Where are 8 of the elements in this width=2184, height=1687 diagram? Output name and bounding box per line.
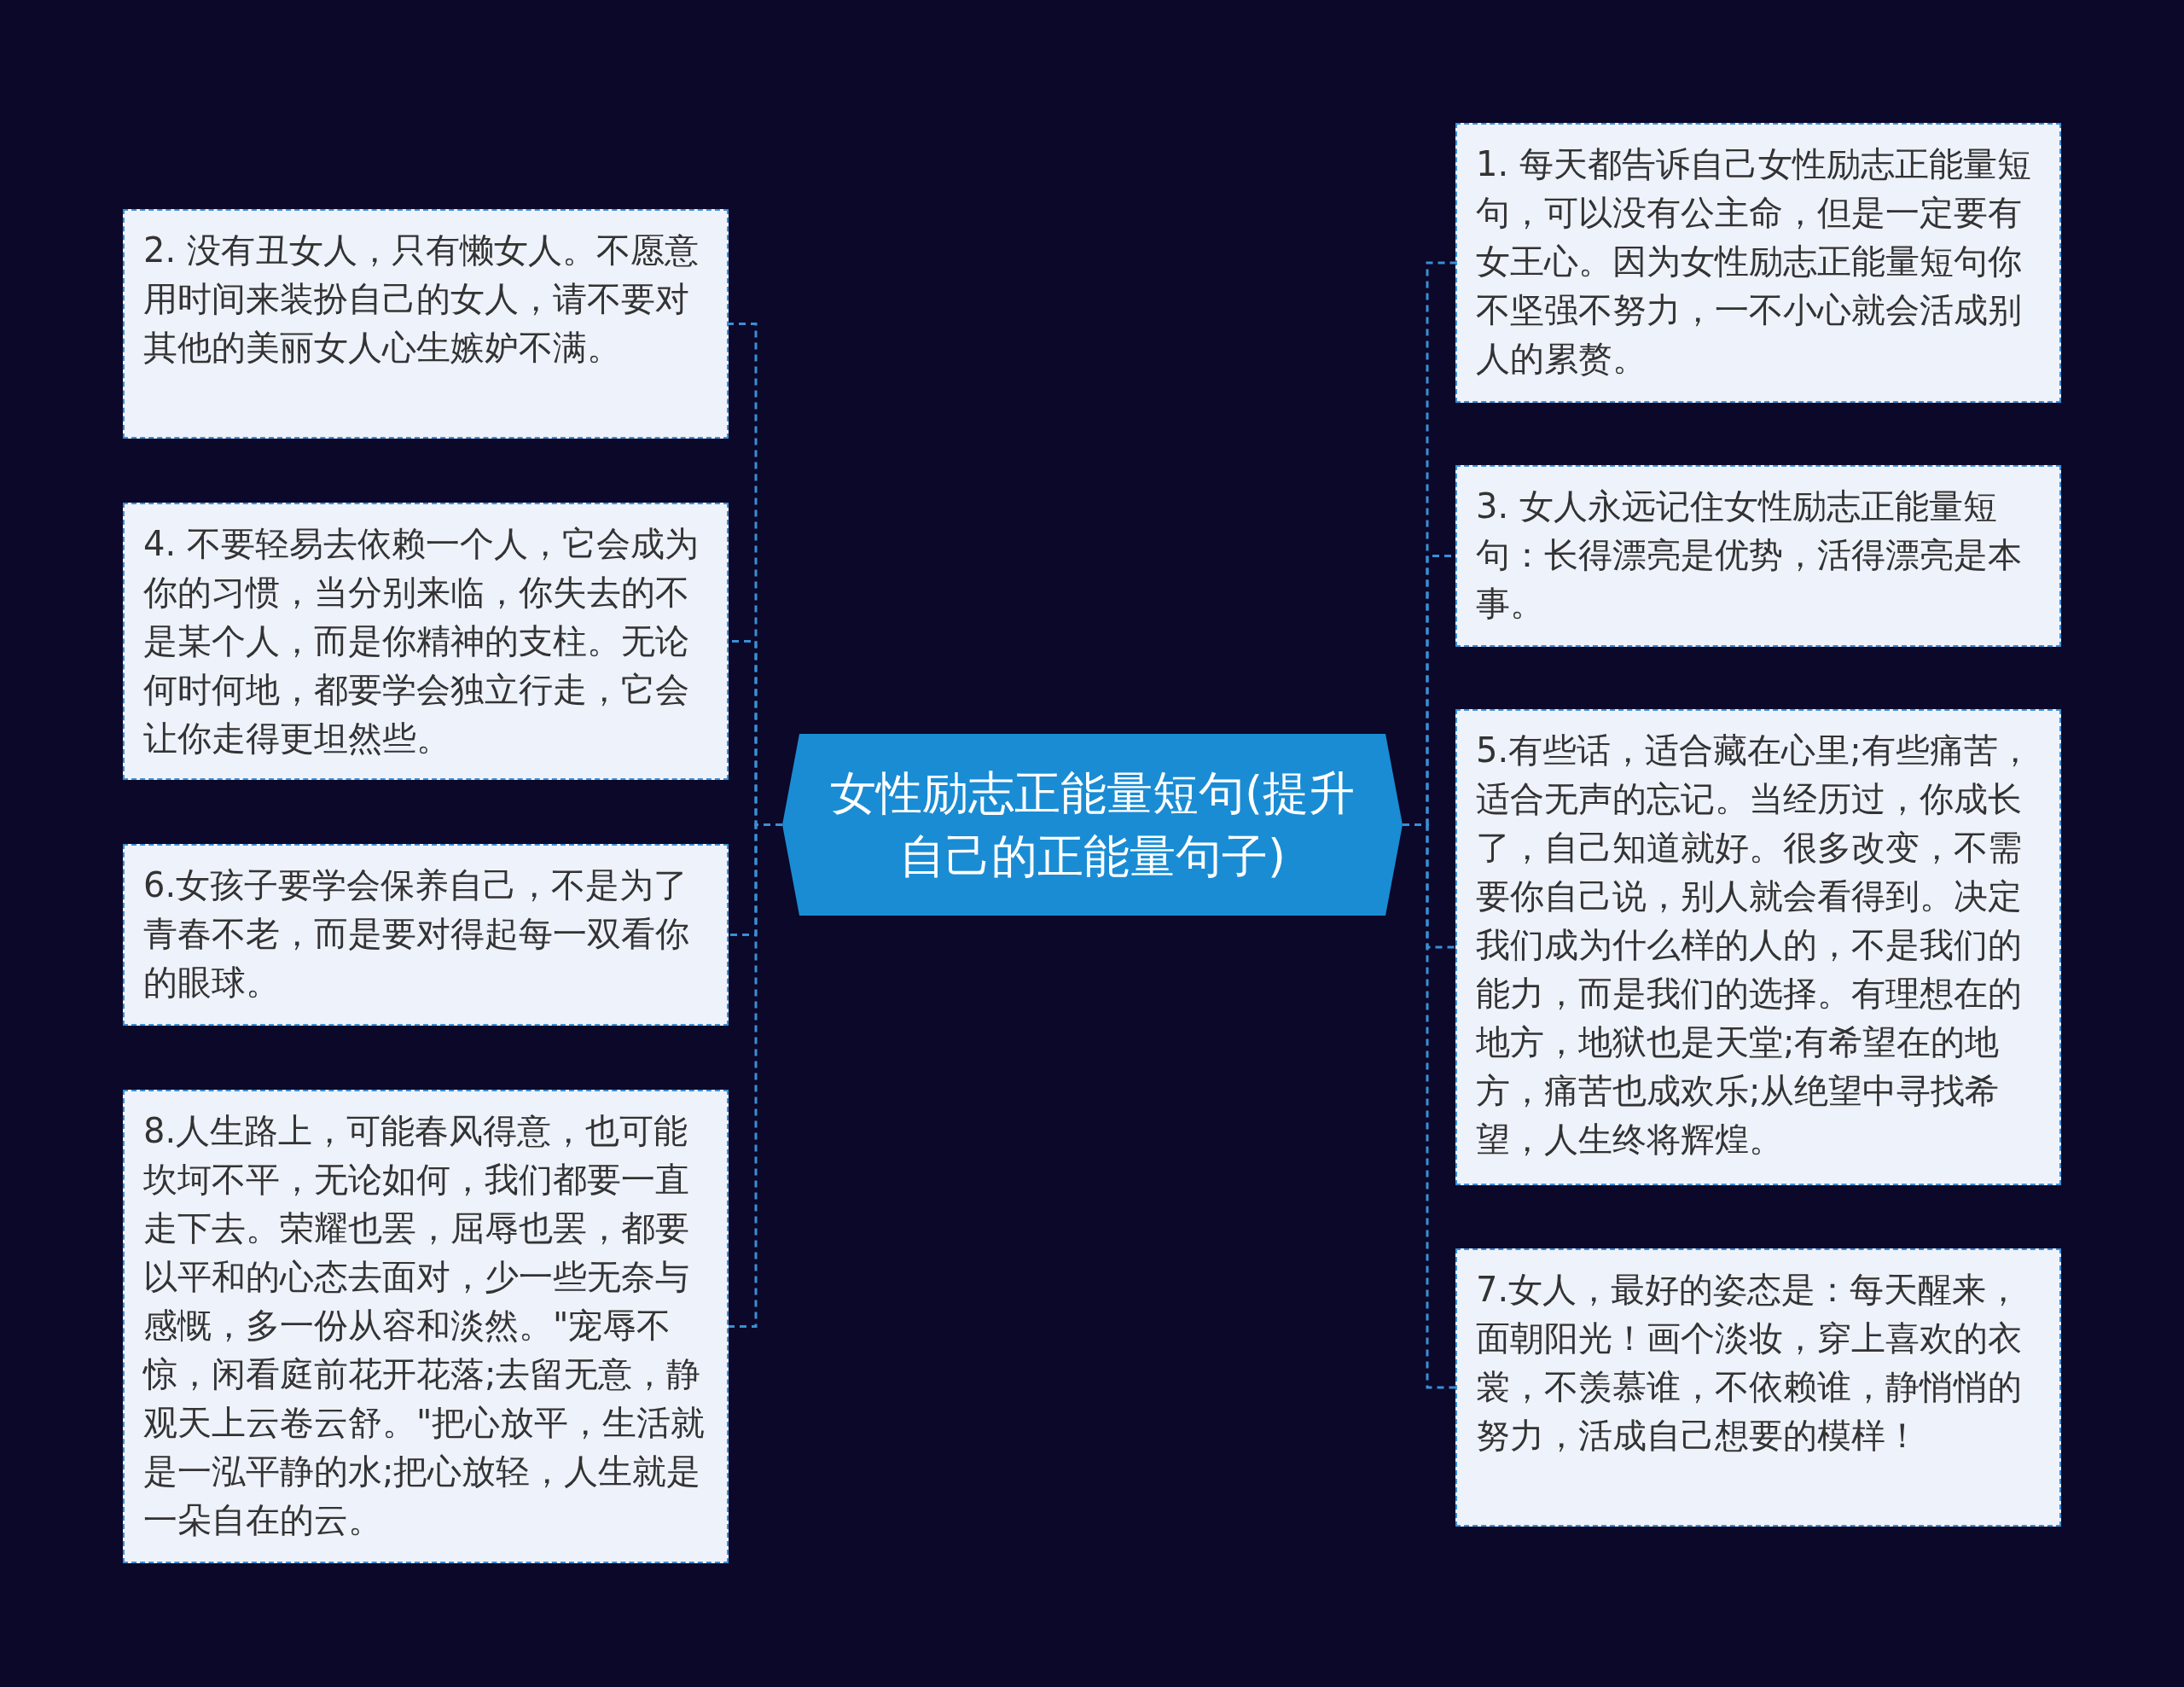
quote-box: 3. 女人永远记住女性励志正能量短句：长得漂亮是优势，活得漂亮是本事。 — [1455, 465, 2061, 647]
quote-box: 8.人生路上，可能春风得意，也可能坎坷不平，无论如何，我们都要一直走下去。荣耀也罢，屈辱也罢，都要以平和的心态去面对，少一些无奈与感慨，多一份从容和淡然。"宠辱不惊，闲看庭前花开花落;去留无意，静观天上云卷云舒。"把心放平，生活就是一泓平静的水;把心放轻，人生就是一朵自在的云。 — [123, 1090, 729, 1563]
quote-box: 6.女孩子要学会保养自己，不是为了青春不老，而是要对得起每一双看你的眼球。 — [123, 844, 729, 1026]
quote-box: 1. 每天都告诉自己女性励志正能量短句，可以没有公主命，但是一定要有女王心。因为女性励志正能量短句你不坚强不努力，一不小心就会活成别人的累赘。 — [1455, 123, 2061, 403]
quote-box: 4. 不要轻易去依赖一个人，它会成为你的习惯，当分别来临，你失去的不是某个人，而是你精神的支柱。无论何时何地，都要学会独立行走，它会让你走得更坦然些。 — [123, 503, 729, 780]
quote-box: 2. 没有丑女人，只有懒女人。不愿意用时间来装扮自己的女人，请不要对其他的美丽女人心生嫉妒不满。 — [123, 209, 729, 439]
quote-box: 7.女人，最好的姿态是：每天醒来，面朝阳光！画个淡妆，穿上喜欢的衣裳，不羡慕谁，不依赖谁，静悄悄的努力，活成自己想要的模样！ — [1455, 1248, 2061, 1527]
quote-box: 5.有些话，适合藏在心里;有些痛苦，适合无声的忘记。当经历过，你成长了，自己知道就好。很多改变，不需要你自己说，别人就会看得到。决定我们成为什么样的人的，不是我们的能力，而是我们的选择。有理想在的地方，地狱也是天堂;有希望在的地方，痛苦也成欢乐;从绝望中寻找希望，人生终将辉煌。 — [1455, 709, 2061, 1185]
